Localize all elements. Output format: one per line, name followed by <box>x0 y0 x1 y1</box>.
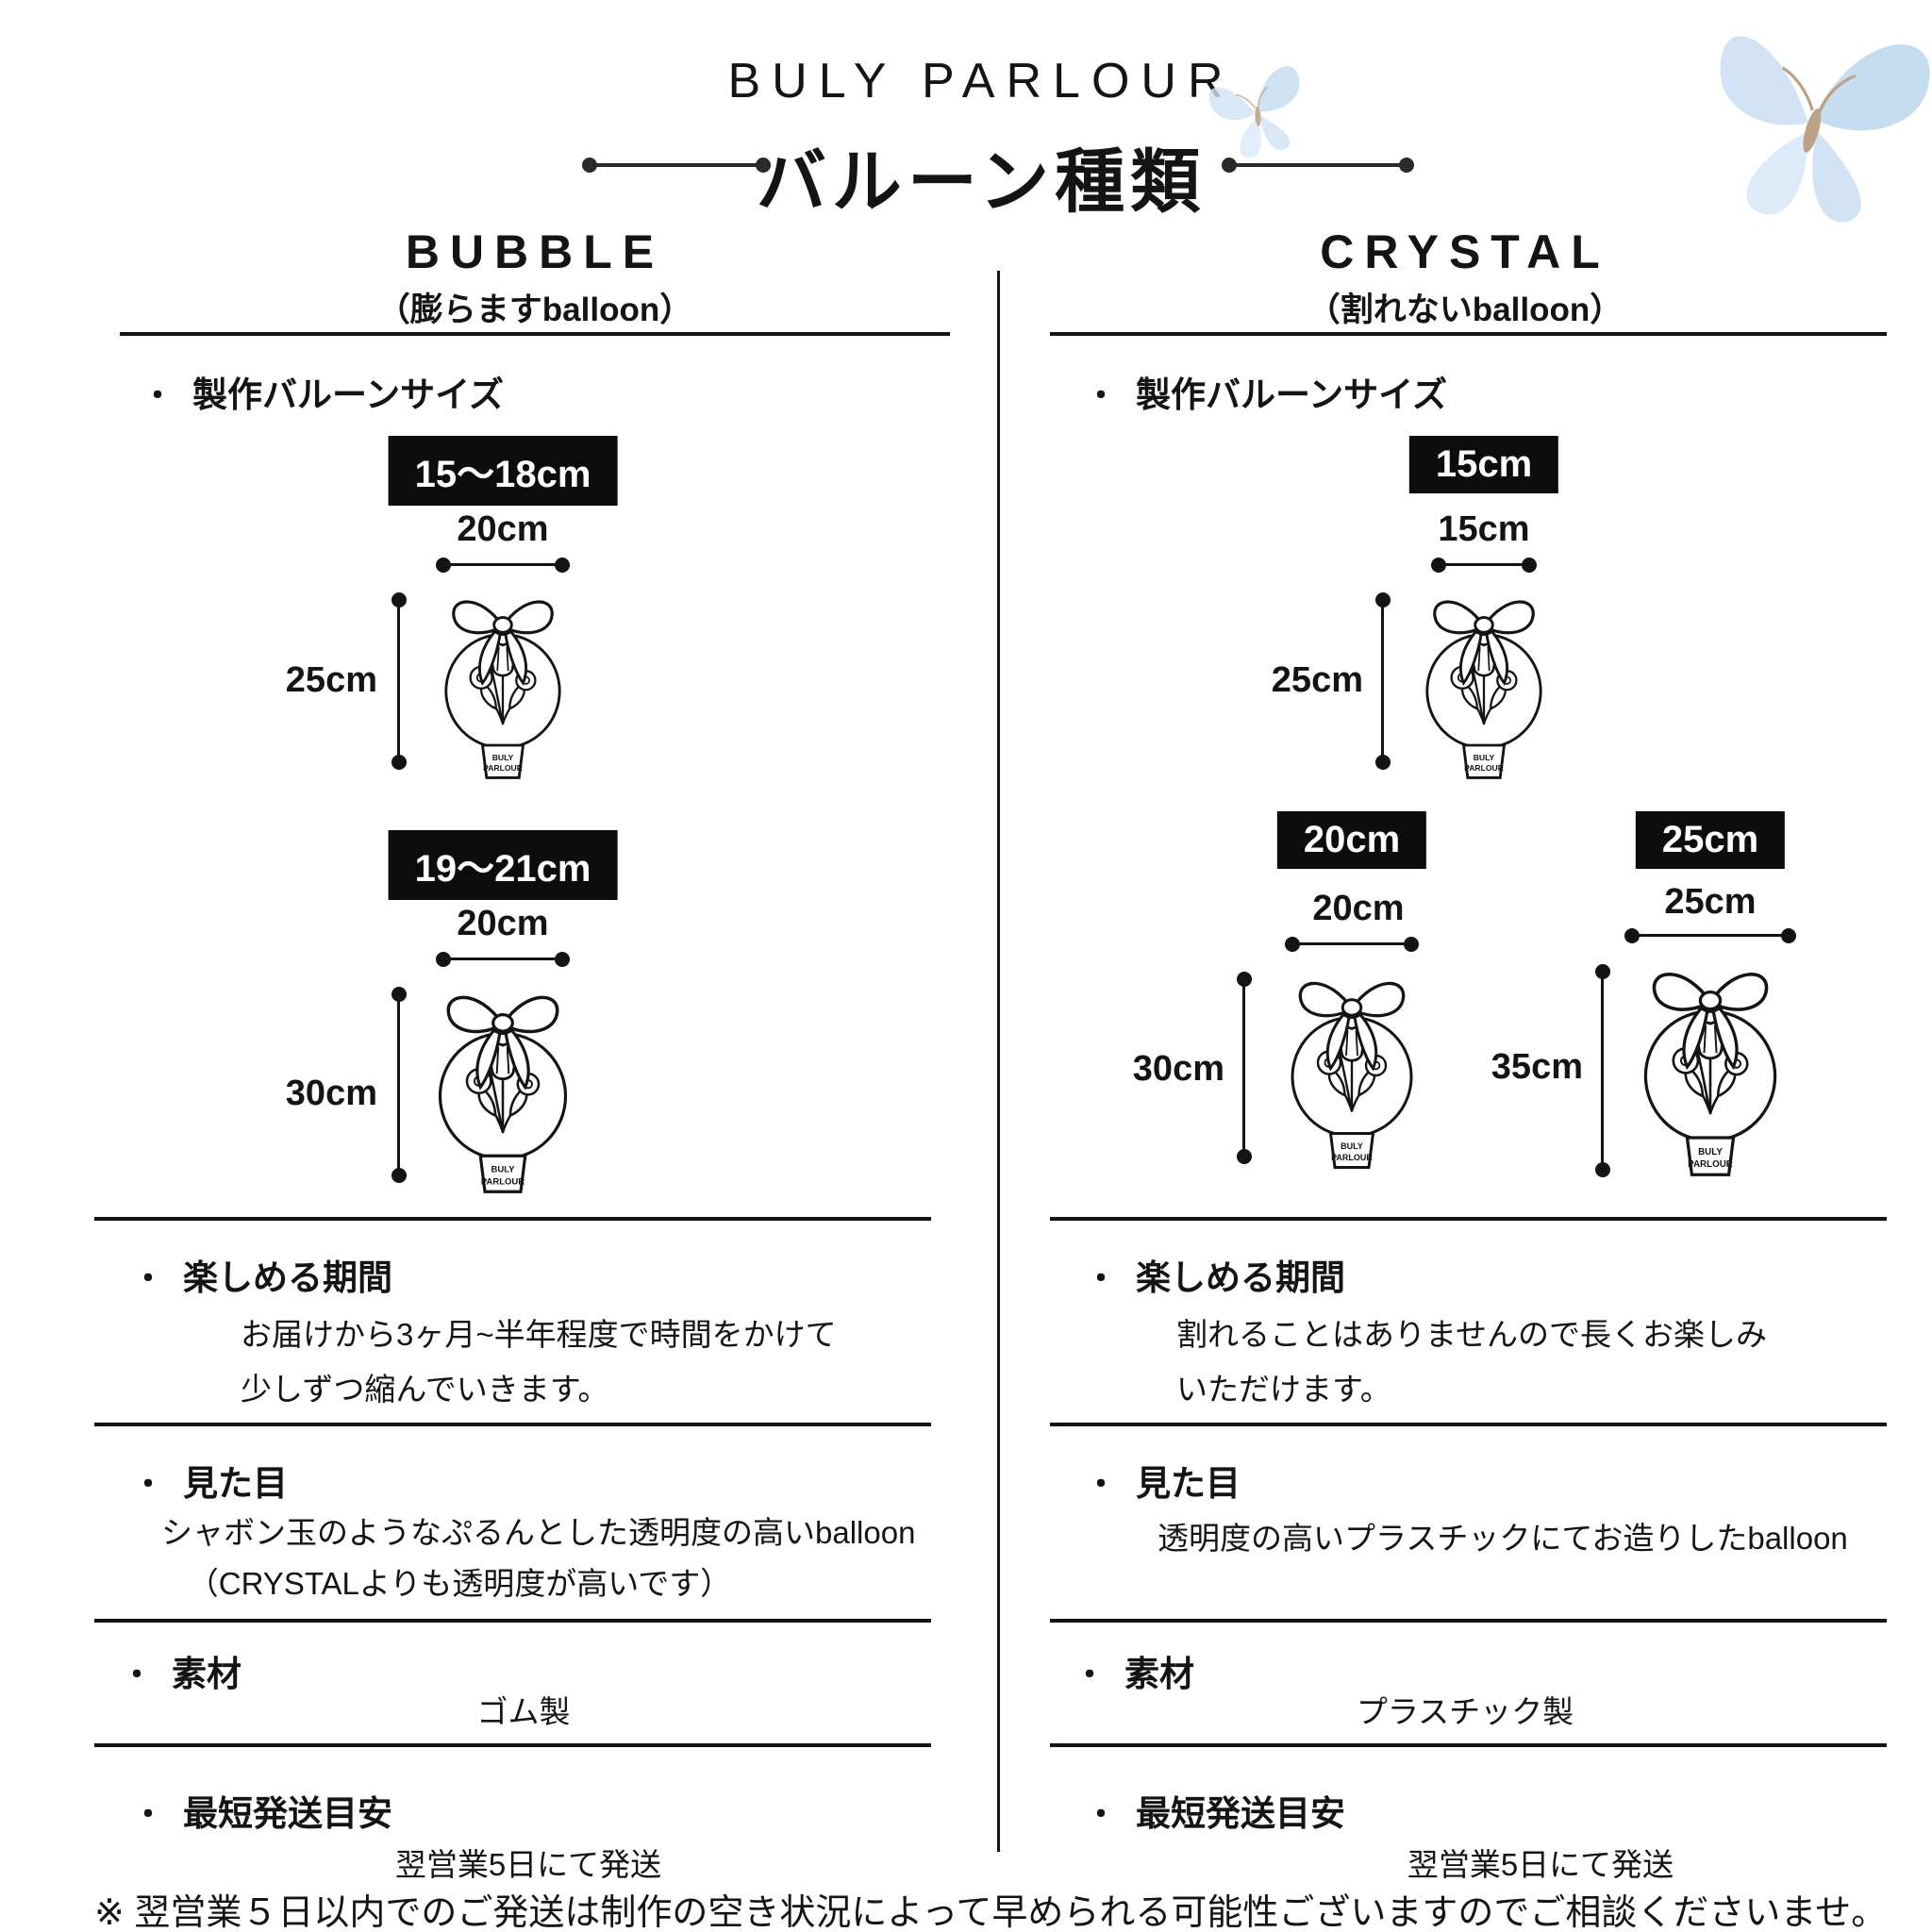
bubble-column-subtitle: （膨らますballoon） <box>376 291 693 328</box>
crystal-balloon3-illustration <box>1643 973 1777 1176</box>
bullet-dot: ・ <box>1085 1467 1117 1503</box>
bubble-section-rule-3 <box>94 1619 931 1623</box>
bubble-appearance-line2: （CRYSTALよりも透明度が高いです） <box>187 1566 732 1601</box>
crystal-enjoyment-line1: 割れることはありませんので長くお楽しみ <box>1176 1317 1768 1352</box>
crystal-balloon1-illustration <box>1425 600 1542 779</box>
bubble-balloon1-width-label: 20cm <box>457 509 549 549</box>
crystal-balloon1-width-line <box>1431 557 1537 573</box>
crystal-size-badge-1: 15cm <box>1408 436 1559 493</box>
bubble-section-rule-2 <box>94 1423 931 1426</box>
crystal-balloon1-width-label: 15cm <box>1438 509 1530 549</box>
bubble-size-section-label: ・ 製作バルーンサイズ <box>142 366 504 417</box>
crystal-section-rule-2 <box>1050 1423 1887 1426</box>
bullet-dot: ・ <box>1085 378 1117 414</box>
crystal-balloon3-width-label: 25cm <box>1664 882 1757 922</box>
crystal-size-badge-2: 20cm <box>1276 811 1427 869</box>
crystal-shipping-value: 翌営業5日にて発送 <box>1407 1847 1674 1882</box>
brand-title: BULY PARLOUR <box>727 54 1235 108</box>
crystal-section-rule-4 <box>1050 1743 1887 1747</box>
crystal-section-rule-1 <box>1050 1217 1887 1221</box>
bullet-dot: ・ <box>1085 1797 1117 1833</box>
bubble-section-rule-4 <box>94 1743 931 1747</box>
bubble-balloon2-height-line <box>391 987 407 1183</box>
butterfly-small-icon <box>1205 63 1314 165</box>
crystal-column-subtitle: （割れないballoon） <box>1307 291 1624 328</box>
bubble-balloon2-illustration <box>438 995 568 1193</box>
bubble-header-rule <box>120 332 950 336</box>
crystal-balloon3-width-line <box>1624 927 1796 943</box>
crystal-balloon2-illustration <box>1291 981 1413 1170</box>
bubble-enjoyment-label-text: 楽しめる期間 <box>183 1258 392 1297</box>
bullet-dot: ・ <box>121 1657 153 1693</box>
bubble-shipping-value: 翌営業5日にて発送 <box>394 1847 662 1882</box>
bubble-column-title: BUBBLE <box>405 225 665 278</box>
bubble-balloon2-width-line <box>436 951 570 967</box>
bubble-material-label-text: 素材 <box>172 1655 242 1693</box>
crystal-size-label-text: 製作バルーンサイズ <box>1136 375 1448 414</box>
crystal-section-shipping-label: ・ 最短発送目安 <box>1085 1785 1345 1836</box>
crystal-material-value: プラスチック製 <box>1356 1694 1574 1729</box>
title-decor-line-left <box>582 158 771 173</box>
page-title: バルーン種類 <box>756 142 1207 221</box>
crystal-header-rule <box>1050 332 1887 336</box>
bullet-dot: ・ <box>132 1261 164 1297</box>
bullet-dot: ・ <box>132 1797 164 1833</box>
bubble-section-enjoyment-label: ・ 楽しめる期間 <box>132 1249 392 1300</box>
crystal-balloon1-height-label: 25cm <box>1271 660 1363 700</box>
butterfly-large-icon <box>1698 18 1932 236</box>
column-divider <box>997 271 1000 1852</box>
crystal-appearance-line1: 透明度の高いプラスチックにてお造りしたballoon <box>1158 1521 1848 1556</box>
bubble-enjoyment-line2: 少しずつ縮んでいきます。 <box>241 1372 609 1407</box>
bubble-section-shipping-label: ・ 最短発送目安 <box>132 1785 392 1836</box>
bubble-enjoyment-line1: お届けから3ヶ月~半年程度で時間をかけて <box>241 1317 837 1352</box>
crystal-column-title: CRYSTAL <box>1320 225 1610 278</box>
crystal-balloon2-width-line <box>1285 936 1419 952</box>
bubble-balloon1-height-line <box>391 592 407 770</box>
crystal-section-enjoyment-label: ・ 楽しめる期間 <box>1085 1249 1345 1300</box>
bullet-dot: ・ <box>142 378 174 414</box>
bubble-material-value: ゴム製 <box>476 1694 571 1729</box>
footnote: ※ 翌営業５日以内でのご発送は制作の空き状況によって早められる可能性ございますの… <box>94 1893 1888 1932</box>
crystal-balloon3-height-label: 35cm <box>1491 1047 1583 1087</box>
crystal-material-label-text: 素材 <box>1124 1655 1194 1693</box>
crystal-balloon2-height-label: 30cm <box>1132 1049 1224 1089</box>
title-decor-line-right <box>1222 158 1414 173</box>
crystal-section-rule-3 <box>1050 1619 1887 1623</box>
crystal-balloon3-height-line <box>1594 964 1610 1177</box>
bubble-balloon2-height-label: 30cm <box>285 1074 377 1113</box>
bubble-section-material-label: ・ 素材 <box>121 1645 242 1696</box>
bullet-dot: ・ <box>1074 1657 1106 1693</box>
bubble-size-badge-2: 19〜21cm <box>388 830 618 900</box>
bubble-appearance-label-text: 見た目 <box>183 1464 288 1503</box>
crystal-section-material-label: ・ 素材 <box>1074 1645 1194 1696</box>
bubble-section-rule-1 <box>94 1217 931 1221</box>
crystal-balloon2-width-label: 20cm <box>1312 889 1405 928</box>
bubble-balloon1-illustration <box>444 600 561 779</box>
bubble-balloon2-width-label: 20cm <box>457 904 549 943</box>
crystal-size-section-label: ・ 製作バルーンサイズ <box>1085 366 1447 417</box>
crystal-enjoyment-label-text: 楽しめる期間 <box>1136 1258 1345 1297</box>
crystal-shipping-label-text: 最短発送目安 <box>1136 1794 1345 1833</box>
bubble-size-badge-1: 15〜18cm <box>388 436 618 506</box>
bubble-appearance-line1: シャボン玉のようなぷるんとした透明度の高いballoon <box>161 1515 916 1550</box>
crystal-enjoyment-line2: いただけます。 <box>1176 1372 1391 1407</box>
crystal-balloon1-height-line <box>1374 592 1391 770</box>
bullet-dot: ・ <box>1085 1261 1117 1297</box>
crystal-size-badge-3: 25cm <box>1635 811 1786 869</box>
crystal-balloon2-height-line <box>1236 972 1252 1164</box>
bubble-balloon1-height-label: 25cm <box>285 660 377 700</box>
bubble-size-label-text: 製作バルーンサイズ <box>192 375 505 414</box>
bubble-shipping-label-text: 最短発送目安 <box>183 1794 392 1833</box>
bubble-section-appearance-label: ・ 見た目 <box>132 1455 288 1506</box>
crystal-section-appearance-label: ・ 見た目 <box>1085 1455 1241 1506</box>
bullet-dot: ・ <box>132 1467 164 1503</box>
crystal-appearance-label-text: 見た目 <box>1136 1464 1241 1503</box>
bubble-balloon1-width-line <box>436 557 570 573</box>
